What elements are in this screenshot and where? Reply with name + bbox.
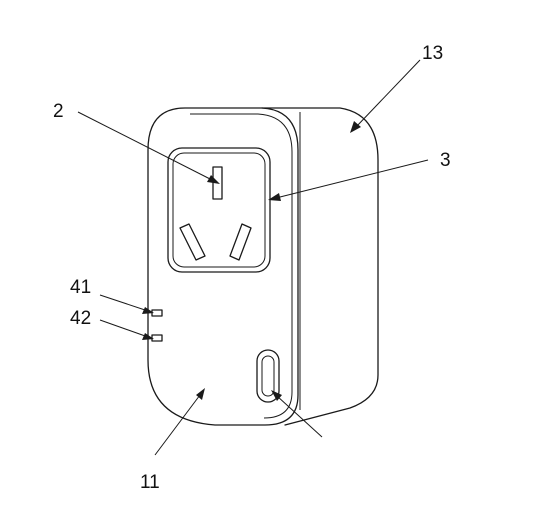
power-button [256,349,280,403]
arrow-3 [268,193,281,201]
power-button-inner [261,355,275,397]
leader-13 [355,59,421,128]
leader-11 [154,394,201,456]
arrow-13 [350,121,361,133]
leader-41 [99,294,149,312]
left-slot [179,223,206,261]
earth-slot [212,166,223,200]
arrow-11 [196,388,205,400]
socket-panel [167,147,271,273]
arrow-2 [207,175,220,184]
leader-2 [77,111,215,182]
label-2: 2 [53,101,64,122]
leader-3 [275,159,429,199]
housing-side-face [261,107,379,426]
housing-front-bevel [190,113,293,419]
housing-front-face [147,107,299,426]
label-42: 42 [70,308,91,329]
label-11: 11 [140,472,160,493]
leader-42 [99,319,149,338]
label-13: 13 [422,43,443,64]
arrow-button [271,390,282,401]
leader-button [276,395,323,438]
arrow-42 [142,333,154,340]
label-41: 41 [70,277,91,298]
label-3: 3 [440,150,451,171]
socket-panel-inner [172,152,266,268]
right-slot [229,223,252,261]
indicator-light-42 [151,334,163,342]
arrow-41 [142,307,154,314]
